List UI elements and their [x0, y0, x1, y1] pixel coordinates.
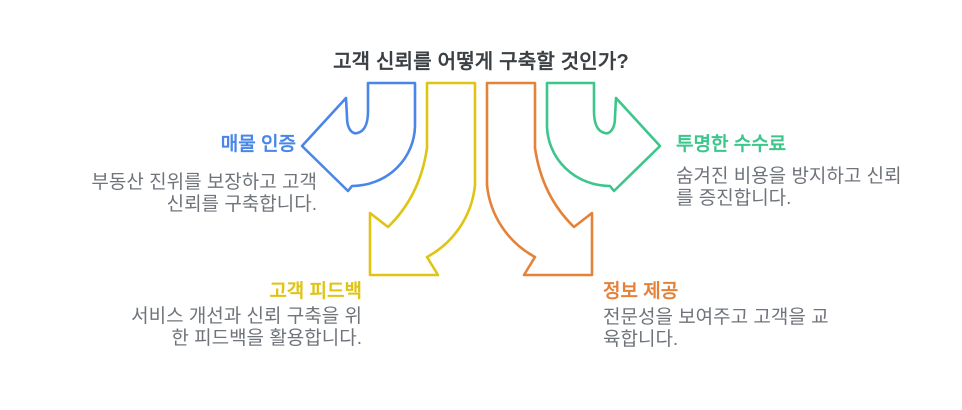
curved-arrow-left-icon [300, 81, 417, 193]
customer-feedback-description: 서비스 개선과 신뢰 구축을 위 한 피드백을 활용합니다. [131, 306, 362, 349]
transparent-fees-description: 숨겨진 비용을 방지하고 신뢰 를 증진합니다. [676, 166, 902, 209]
property-verification-label: 매물 인증 [220, 134, 296, 155]
property-verification-description: 부동산 진위를 보장하고 고객 신뢰를 구축합니다. [91, 172, 317, 215]
curved-arrow-down-left-icon [368, 81, 477, 277]
information-provision-description: 전문성을 보여주고 고객을 교 육합니다. [603, 307, 829, 350]
customer-feedback-label: 고객 피드백 [269, 281, 362, 302]
diagram-title: 고객 신뢰를 어떻게 구축할 것인가? [333, 51, 629, 73]
curved-arrow-down-right-icon [485, 81, 594, 277]
transparent-fees-label: 투명한 수수료 [676, 134, 787, 155]
information-provision-label: 정보 제공 [603, 281, 679, 302]
curved-arrow-right-icon [545, 81, 662, 193]
